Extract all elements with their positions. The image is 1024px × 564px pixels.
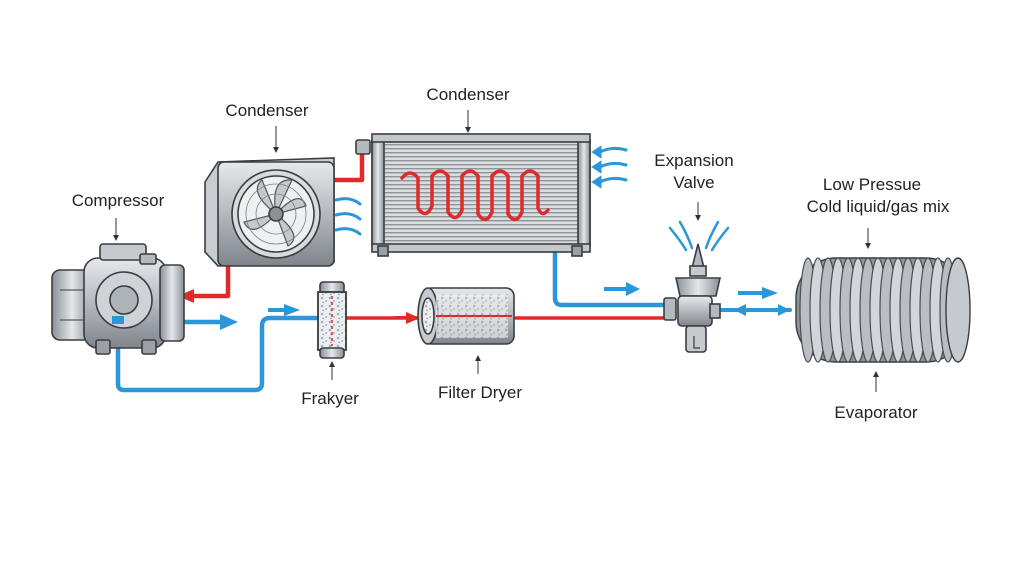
arrow-into-valve bbox=[626, 282, 640, 296]
arrow-evap-top bbox=[762, 287, 778, 299]
leader-lines bbox=[113, 110, 879, 392]
flow-arrows bbox=[178, 145, 790, 330]
label-low-pressure-line1: Low Pressue bbox=[822, 175, 922, 194]
receiver-drier bbox=[317, 281, 347, 359]
label-condenser-fan: Condenser bbox=[225, 101, 309, 120]
label-compressor: Compressor bbox=[71, 191, 165, 210]
arrow-into-drier bbox=[284, 304, 300, 316]
compressor bbox=[51, 243, 185, 355]
label-low-pressure-line2: Cold liquid/gas mix bbox=[806, 197, 950, 216]
air-flow-right bbox=[591, 145, 628, 189]
label-condenser-main: Condenser bbox=[426, 85, 510, 104]
cold-suction-line bbox=[115, 315, 323, 393]
filter-dryer bbox=[417, 287, 515, 345]
arrow-compressor-out bbox=[220, 314, 238, 330]
expansion-valve bbox=[663, 243, 721, 353]
condenser-radiator bbox=[371, 133, 591, 257]
arrow-into-compressor bbox=[178, 289, 194, 303]
condenser-fan-unit bbox=[204, 139, 371, 267]
label-filter-dryer: Filter Dryer bbox=[437, 383, 523, 402]
label-evaporator: Evaporator bbox=[834, 403, 918, 422]
arrow-evap-left bbox=[734, 304, 746, 316]
evaporator bbox=[795, 257, 971, 363]
arrow-evap-right bbox=[778, 304, 790, 316]
air-flow-valve bbox=[668, 220, 730, 252]
arrow-into-filter bbox=[406, 312, 420, 324]
air-flow-left bbox=[334, 197, 362, 236]
condenser-outlet-line bbox=[552, 217, 667, 308]
condenser-coil bbox=[400, 169, 550, 222]
label-expansion-valve-line1: Expansion bbox=[654, 151, 734, 170]
label-expansion-valve-line2: Valve bbox=[673, 173, 715, 192]
label-frakyer: Frakyer bbox=[301, 389, 359, 408]
